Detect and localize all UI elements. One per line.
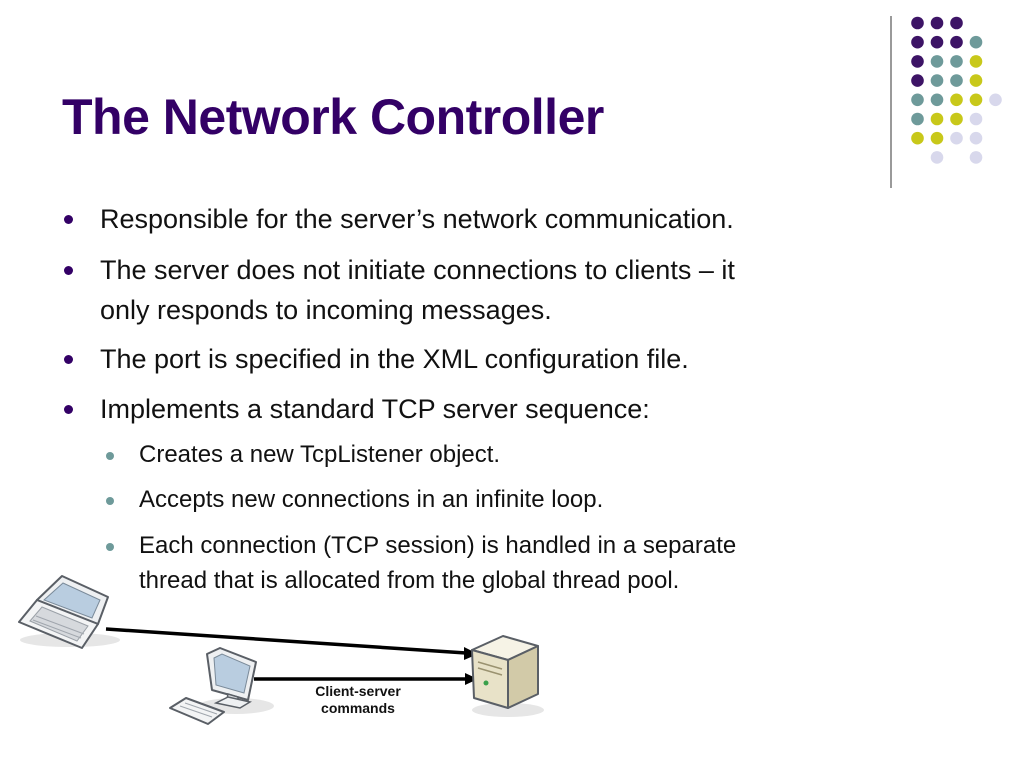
laptop-icon (18, 575, 120, 649)
decorative-dot (969, 74, 983, 87)
decorative-dot (950, 35, 963, 49)
title-divider-line (890, 16, 892, 188)
decorative-dot (930, 112, 944, 126)
sub-bullet-text: Each connection (TCP session) is handled… (139, 532, 737, 559)
caption-line: commands (321, 700, 395, 716)
bullet-text: only responds to incoming messages. (100, 295, 552, 325)
bullet-item: Responsible for the server’s network com… (64, 199, 734, 239)
decorative-dot (911, 55, 924, 68)
sub-bullet-text: Accepts new connections in an infinite l… (139, 486, 604, 513)
decorative-dot (969, 55, 983, 68)
diagram-caption: Client-server commands (290, 683, 426, 717)
decorative-dot (969, 93, 983, 107)
decorative-dot (911, 74, 924, 87)
server-icon (471, 635, 544, 717)
decorative-dot (950, 112, 963, 126)
sub-bullet-item: Accepts new connections in an infinite l… (106, 482, 604, 517)
decorative-dot (950, 55, 963, 68)
decorative-dot (950, 74, 963, 87)
bullet-text: Responsible for the server’s network com… (100, 204, 734, 234)
decorative-dot (969, 112, 983, 126)
bullet-marker (64, 266, 73, 275)
desktop-computer-icon (169, 647, 274, 725)
sub-bullet-marker (106, 543, 114, 551)
bullet-item: The port is specified in the XML configu… (64, 339, 689, 379)
decorative-dot (950, 16, 963, 30)
decorative-dot (969, 131, 983, 145)
decorative-dot (930, 74, 944, 87)
slide-title: The Network Controller (62, 89, 604, 145)
sub-bullet-item: Creates a new TcpListener object. (106, 437, 501, 472)
bullet-item: Implements a standard TCP server sequenc… (64, 389, 650, 429)
bullet-text: The server does not initiate connections… (100, 255, 735, 285)
decorative-dot (911, 112, 924, 126)
decorative-dot (911, 16, 924, 30)
bullet-text: Implements a standard TCP server sequenc… (100, 394, 650, 424)
decorative-dot (930, 93, 944, 107)
decorative-dot (950, 93, 963, 107)
bullet-marker (64, 215, 73, 224)
sub-bullet-item: Each connection (TCP session) is handled… (106, 528, 737, 598)
decorative-dot-grid (911, 16, 1002, 164)
bullet-item: The server does not initiate connections… (64, 250, 735, 330)
bullet-text: The port is specified in the XML configu… (100, 344, 689, 374)
bullet-marker (64, 405, 73, 414)
decorative-dot (930, 55, 944, 68)
decorative-dot (911, 131, 924, 145)
caption-line: Client-server (315, 683, 401, 699)
decorative-dot (989, 93, 1002, 107)
decorative-dot (930, 16, 944, 30)
sub-bullet-text: Creates a new TcpListener object. (139, 441, 501, 468)
sub-bullet-marker (106, 452, 114, 460)
connection-arrows (105, 627, 478, 685)
bullet-marker (64, 355, 73, 364)
client-server-diagram (18, 575, 544, 725)
sub-bullet-text: thread that is allocated from the global… (139, 567, 680, 594)
decorative-dot (911, 93, 924, 107)
decorative-dot (950, 131, 963, 145)
decorative-dot (930, 131, 944, 145)
decorative-dot (969, 35, 983, 49)
decorative-dot (930, 35, 944, 49)
decorative-dot (930, 151, 944, 164)
decorative-dot (911, 35, 924, 49)
decorative-dot (969, 151, 983, 164)
sub-bullet-marker (106, 497, 114, 505)
